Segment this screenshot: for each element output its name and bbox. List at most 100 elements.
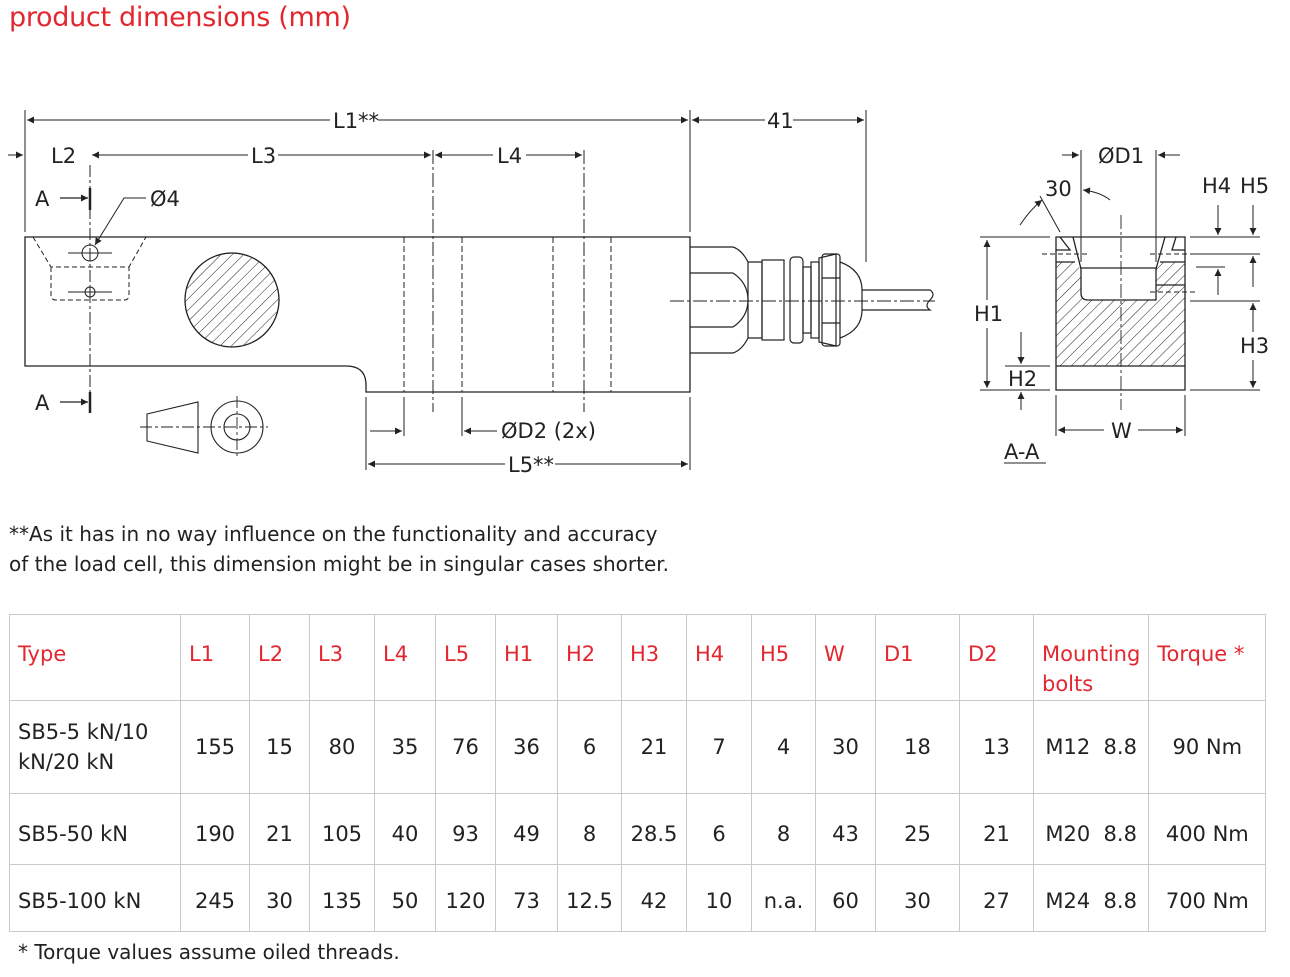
column-header: Torque * — [1148, 614, 1267, 701]
value-cell: 700 Nm — [1148, 864, 1267, 932]
value-cell: 6 — [686, 793, 752, 865]
load-cell-body — [24, 236, 691, 393]
hole-leader — [94, 197, 146, 246]
value-cell: M12 8.8 — [1032, 700, 1150, 794]
column-header: L5 — [435, 614, 496, 701]
type-cell: SB5-100 kN — [9, 864, 181, 932]
dim-label-D2: ØD2 (2x) — [501, 419, 596, 443]
column-header: L4 — [374, 614, 436, 701]
value-cell: 50 — [374, 864, 436, 932]
projection-symbol — [140, 396, 268, 458]
value-cell: 245 — [180, 864, 250, 932]
value-cell: 15 — [249, 700, 310, 794]
value-cell: 8 — [751, 793, 816, 865]
dim-label-H5: H5 — [1240, 174, 1269, 198]
dim-label-L1: L1** — [333, 109, 379, 133]
type-cell: SB5-50 kN — [9, 793, 181, 865]
value-cell: 27 — [959, 864, 1034, 932]
value-cell: 400 Nm — [1148, 793, 1267, 865]
value-cell: 49 — [495, 793, 558, 865]
value-cell: 6 — [557, 700, 622, 794]
value-cell: 7 — [686, 700, 752, 794]
note-line-2: of the load cell, this dimension might b… — [9, 552, 670, 576]
value-cell: 36 — [495, 700, 558, 794]
value-cell: 155 — [180, 700, 250, 794]
value-cell: 8 — [557, 793, 622, 865]
type-cell: SB5-5 kN/10 kN/20 kN — [9, 700, 181, 794]
torque-footnote: * Torque values assume oiled threads. — [18, 940, 400, 964]
bolt-holes-hidden-lines — [403, 237, 612, 392]
column-header: L1 — [180, 614, 250, 701]
dim-label-D1: ØD1 — [1098, 144, 1144, 168]
dim-label-L5: L5** — [508, 453, 554, 477]
section-marker-bottom: A — [35, 391, 50, 415]
dim-label-L2: L2 — [51, 144, 76, 168]
value-cell: 35 — [374, 700, 436, 794]
section-dimension-lines — [980, 150, 1260, 464]
note-line-1: **As it has in no way influence on the f… — [9, 522, 658, 546]
value-cell: 30 — [875, 864, 960, 932]
value-cell: 90 Nm — [1148, 700, 1267, 794]
value-cell: 42 — [621, 864, 687, 932]
value-cell: 25 — [875, 793, 960, 865]
value-cell: 10 — [686, 864, 752, 932]
dim-label-L4: L4 — [497, 144, 522, 168]
column-header: H2 — [557, 614, 622, 701]
dim-label-angle: 30 — [1045, 177, 1072, 201]
hatched-circle — [184, 252, 280, 348]
value-cell: 18 — [875, 700, 960, 794]
column-header: D1 — [875, 614, 960, 701]
value-cell: 135 — [309, 864, 375, 932]
value-cell: 120 — [435, 864, 496, 932]
cable-gland — [690, 246, 934, 354]
value-cell: 28.5 — [621, 793, 687, 865]
column-header: Type — [9, 614, 181, 701]
value-cell: 43 — [815, 793, 876, 865]
column-header: L2 — [249, 614, 310, 701]
value-cell: M24 8.8 — [1032, 864, 1150, 932]
section-view — [1042, 215, 1200, 410]
column-header: H3 — [621, 614, 687, 701]
dimension-lines — [8, 110, 867, 470]
dim-label-H3: H3 — [1240, 334, 1269, 358]
technical-drawing: L1** 41 L2 L3 L4 A A Ø4 ØD2 (2x) L5** ØD… — [8, 109, 1269, 477]
column-header: W — [815, 614, 876, 701]
value-cell: n.a. — [751, 864, 816, 932]
value-cell: 80 — [309, 700, 375, 794]
value-cell: 30 — [815, 700, 876, 794]
value-cell: 76 — [435, 700, 496, 794]
column-header: H1 — [495, 614, 558, 701]
dim-label-H4: H4 — [1202, 174, 1231, 198]
dim-label-L3: L3 — [251, 144, 276, 168]
value-cell: 93 — [435, 793, 496, 865]
column-header: L3 — [309, 614, 375, 701]
dim-label-hole: Ø4 — [150, 187, 180, 211]
column-header: D2 — [959, 614, 1034, 701]
value-cell: M20 8.8 — [1032, 793, 1150, 865]
section-marker-top: A — [35, 187, 50, 211]
dim-label-H1: H1 — [974, 302, 1003, 326]
value-cell: 21 — [249, 793, 310, 865]
value-cell: 12.5 — [557, 864, 622, 932]
value-cell: 40 — [374, 793, 436, 865]
dim-label-cable: 41 — [767, 109, 794, 133]
dim-label-W: W — [1111, 419, 1132, 443]
dimension-note: **As it has in no way influence on the f… — [9, 519, 669, 579]
column-header: H4 — [686, 614, 752, 701]
value-cell: 30 — [249, 864, 310, 932]
section-title: A-A — [1004, 440, 1040, 464]
value-cell: 60 — [815, 864, 876, 932]
dim-label-H2: H2 — [1008, 367, 1037, 391]
value-cell: 190 — [180, 793, 250, 865]
column-header: H5 — [751, 614, 816, 701]
value-cell: 13 — [959, 700, 1034, 794]
page-title: product dimensions (mm) — [9, 2, 351, 33]
value-cell: 4 — [751, 700, 816, 794]
value-cell: 21 — [959, 793, 1034, 865]
value-cell: 73 — [495, 864, 558, 932]
